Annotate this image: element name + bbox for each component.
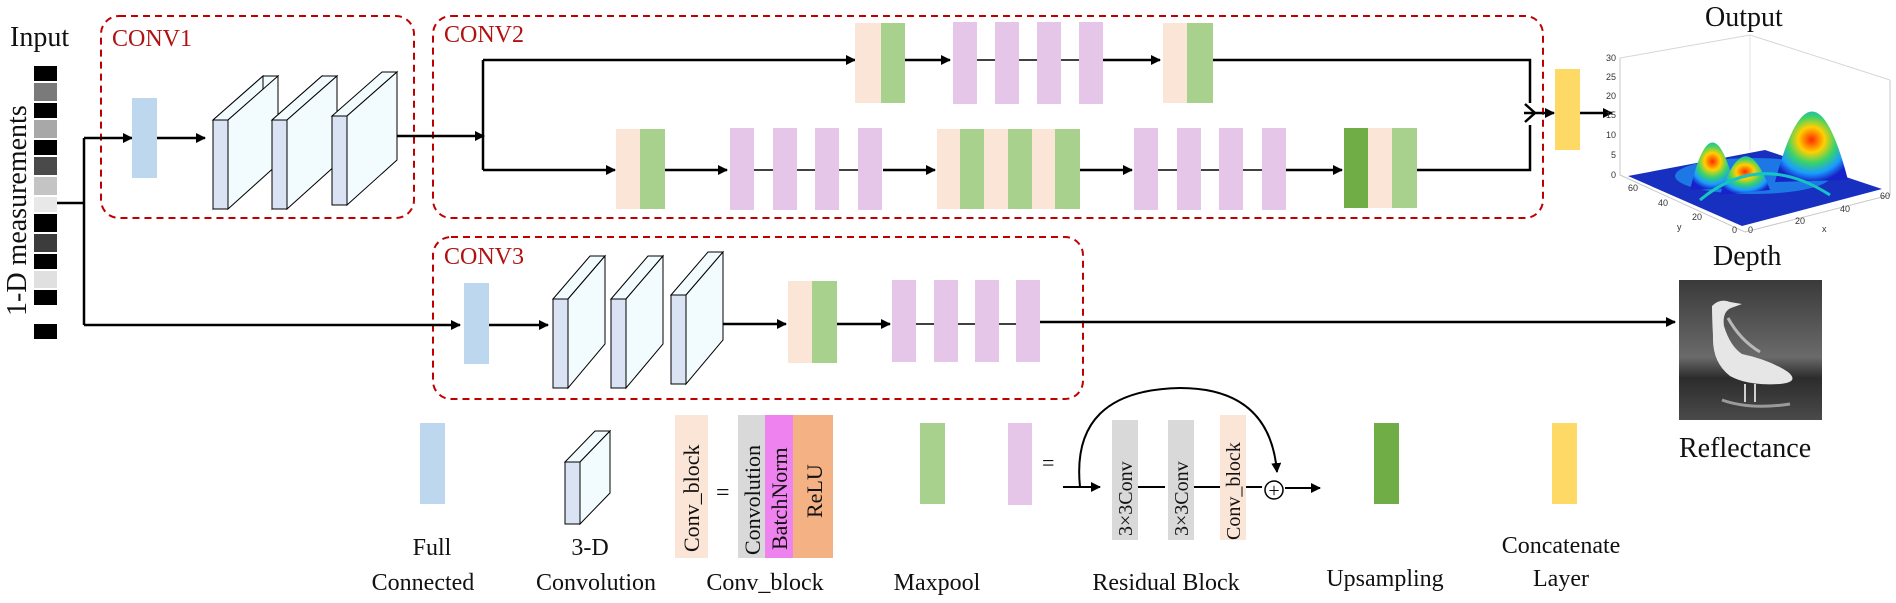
input-measurement-strip <box>34 66 57 339</box>
conv3-residual-blocks <box>892 280 1040 362</box>
conv2-bottom-residual-blocks-2 <box>1134 128 1286 210</box>
plot-x-tick-20: 20 <box>1795 216 1805 226</box>
legend-batchnorm-text: BatchNorm <box>767 447 792 550</box>
legend-residual-connectors <box>1063 386 1321 493</box>
legend-conv-block-equals: = <box>716 480 730 506</box>
plot-y-axis-label: y <box>1677 222 1682 232</box>
conv3-label: CONV3 <box>444 244 524 270</box>
input-title: Input <box>10 22 69 53</box>
conv1-3d-conv-2 <box>270 74 339 211</box>
plot-y-tick-40: 40 <box>1658 198 1668 208</box>
plot-z-tick-4: 20 <box>1606 91 1616 101</box>
legend-residual-conv-2 <box>1168 420 1194 540</box>
depth-label: Depth <box>1713 241 1781 272</box>
legend-relu-part <box>793 415 833 558</box>
legend-residual-swatch <box>1008 423 1032 505</box>
legend-residual-conv-block <box>1220 415 1246 540</box>
legend-conv-block-swatch <box>675 415 708 558</box>
legend-conv-block-tag: Conv_block <box>679 444 704 552</box>
conv2-label: CONV2 <box>444 22 524 48</box>
legend-residual-plus: + <box>1268 480 1279 502</box>
legend-conv3d-line2: Convolution <box>536 570 656 596</box>
legend-residual-caption: Residual Block <box>1092 570 1239 596</box>
residual-chain-lines <box>750 59 1267 325</box>
plot-z-tick-0: 0 <box>1611 170 1616 180</box>
plot-z-tick-2: 10 <box>1606 130 1616 140</box>
conv3-group-box <box>432 236 1084 400</box>
conv1-full-connected <box>132 98 157 178</box>
connector-lines <box>57 55 1676 330</box>
output-title: Output <box>1705 2 1783 33</box>
legend-upsampling-swatch <box>1374 423 1399 504</box>
reflectance-label: Reflectance <box>1679 433 1811 464</box>
plot-z-tick-3: 15 <box>1606 110 1616 120</box>
legend-convolution-part <box>738 415 765 558</box>
conv2-bottom-conv-block <box>616 129 665 209</box>
plot-x-axis-label: x <box>1822 224 1827 234</box>
conv3-full-connected <box>464 283 489 364</box>
conv1-label: CONV1 <box>112 26 192 52</box>
legend-batchnorm-part <box>765 415 793 558</box>
legend-3d-conv-swatch <box>563 429 612 526</box>
legend-residual-conv-1-text: 3×3Conv <box>1115 461 1137 536</box>
legend-conv-block-caption: Conv_block <box>706 570 823 596</box>
plot-y-tick-0: 0 <box>1732 225 1737 235</box>
conv3-3d-conv-1 <box>551 254 607 390</box>
conv2-bottom-upsampling-block <box>1344 128 1417 208</box>
legend-residual-conv-2-text: 3×3Conv <box>1171 461 1193 536</box>
legend-relu-text: ReLU <box>802 464 827 518</box>
conv3-3d-conv-3 <box>669 250 725 386</box>
reflectance-image <box>1679 280 1822 420</box>
plot-x-tick-40: 40 <box>1840 204 1850 214</box>
legend: Full Connected 3-D Convolution Conv_bloc… <box>372 386 1621 596</box>
conv2-top-residual-blocks <box>953 22 1103 104</box>
legend-concatenate-line1: Concatenate <box>1502 533 1621 559</box>
concatenate-layer <box>1555 69 1580 150</box>
conv2-bottom-conv-block-stack <box>937 129 1080 209</box>
conv2-bottom-residual-blocks-1 <box>730 128 882 210</box>
plot-y-tick-60: 60 <box>1628 183 1638 193</box>
plot-z-tick-6: 30 <box>1606 53 1616 63</box>
legend-residual-conv-1 <box>1112 420 1138 540</box>
legend-residual-equals: = <box>1042 450 1054 475</box>
legend-convolution-text: Convolution <box>740 445 765 555</box>
conv1-group-box <box>100 15 415 219</box>
plot-x-tick-60: 60 <box>1880 191 1890 201</box>
legend-concatenate-line2: Layer <box>1533 566 1589 592</box>
legend-concatenate-swatch <box>1552 423 1577 504</box>
plot-x-tick-0: 0 <box>1748 225 1753 235</box>
legend-conv3d-line1: 3-D <box>571 535 608 561</box>
conv2-top-conv-block-2 <box>1163 23 1213 103</box>
plot-z-tick-1: 5 <box>1611 150 1616 160</box>
conv1-3d-conv-1 <box>211 74 280 211</box>
legend-residual-conv-block-text: Conv_block <box>1223 442 1245 540</box>
conv1-3d-conv-3 <box>330 70 399 207</box>
depth-surface-plot: 0 5 10 15 20 25 30 60 40 20 0 0 20 40 60… <box>1606 34 1891 235</box>
legend-full-connected-line1: Full <box>413 535 452 561</box>
plot-z-tick-5: 25 <box>1606 72 1616 82</box>
legend-full-connected-swatch <box>420 423 445 504</box>
plot-y-tick-20: 20 <box>1692 212 1702 222</box>
legend-upsampling-caption: Upsampling <box>1326 566 1443 592</box>
conv3-3d-conv-2 <box>609 254 665 390</box>
legend-maxpool-swatch <box>920 423 945 504</box>
input-vertical-label: 1-D measurements <box>2 105 33 316</box>
legend-residual-add-circle <box>1264 480 1284 500</box>
conv2-top-conv-block <box>855 23 905 103</box>
legend-full-connected-line2: Connected <box>372 570 475 596</box>
legend-maxpool-caption: Maxpool <box>894 570 981 596</box>
conv3-conv-block <box>788 281 837 363</box>
